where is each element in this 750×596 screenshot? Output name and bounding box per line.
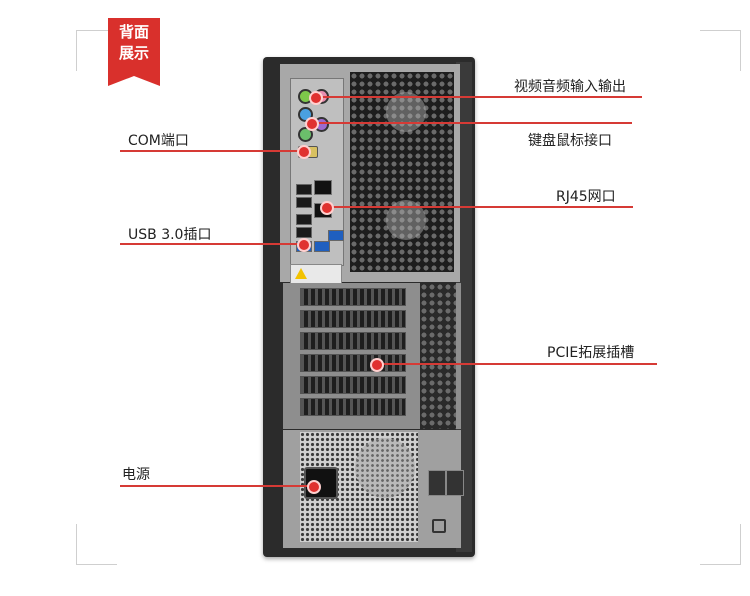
callout-line-video-audio xyxy=(314,96,642,98)
label-rj45: RJ45网口 xyxy=(556,189,616,205)
psu-fan xyxy=(355,438,415,498)
usb-port xyxy=(296,197,312,208)
section-badge: 背面 展示 xyxy=(108,18,160,86)
security-lock-icon xyxy=(432,519,446,533)
callout-dot-power xyxy=(307,480,321,494)
callout-line-power xyxy=(120,485,314,487)
pcie-slot-cover xyxy=(300,376,406,394)
callout-line-rj45 xyxy=(325,206,633,208)
label-keyboard-mouse: 键盘鼠标接口 xyxy=(528,133,612,149)
rj45-port xyxy=(314,180,332,195)
usb-port xyxy=(296,184,312,195)
callout-dot-com xyxy=(297,145,311,159)
tower-side-panel xyxy=(456,62,472,552)
label-power: 电源 xyxy=(122,467,150,483)
power-plug xyxy=(446,470,464,496)
fan-blade-upper xyxy=(386,92,426,132)
pcie-slot-cover xyxy=(300,288,406,306)
frame-corner-top-left xyxy=(76,30,117,71)
callout-dot-video-audio xyxy=(309,91,323,105)
frame-corner-bottom-left xyxy=(76,524,117,565)
badge-line-2: 展示 xyxy=(118,44,149,62)
usb3-port xyxy=(328,230,344,241)
usb3-port xyxy=(314,241,330,252)
label-pcie: PCIE拓展插槽 xyxy=(547,345,635,361)
callout-line-usb xyxy=(120,243,304,245)
callout-line-pcie xyxy=(375,363,657,365)
warning-label xyxy=(290,264,342,284)
usb-port xyxy=(296,214,312,225)
pcie-slot-cover xyxy=(300,332,406,350)
power-plug xyxy=(428,470,446,496)
callout-line-com xyxy=(120,150,304,152)
callout-dot-rj45 xyxy=(320,201,334,215)
callout-dot-pcie xyxy=(370,358,384,372)
callout-line-keyboard-mouse xyxy=(310,122,632,124)
label-usb: USB 3.0插口 xyxy=(128,227,212,243)
badge-line-1: 背面 xyxy=(118,23,149,41)
frame-corner-bottom-right xyxy=(700,524,741,565)
side-vent-mesh xyxy=(420,283,456,429)
label-com: COM端口 xyxy=(128,133,189,149)
frame-corner-top-right xyxy=(700,30,741,71)
fan-vent-mesh xyxy=(350,72,454,272)
pcie-slot-cover xyxy=(300,310,406,328)
pcie-slot-cover xyxy=(300,398,406,416)
callout-dot-usb xyxy=(297,238,311,252)
usb-port xyxy=(296,227,312,238)
label-video-audio: 视频音频输入输出 xyxy=(514,79,626,95)
callout-dot-keyboard-mouse xyxy=(305,117,319,131)
